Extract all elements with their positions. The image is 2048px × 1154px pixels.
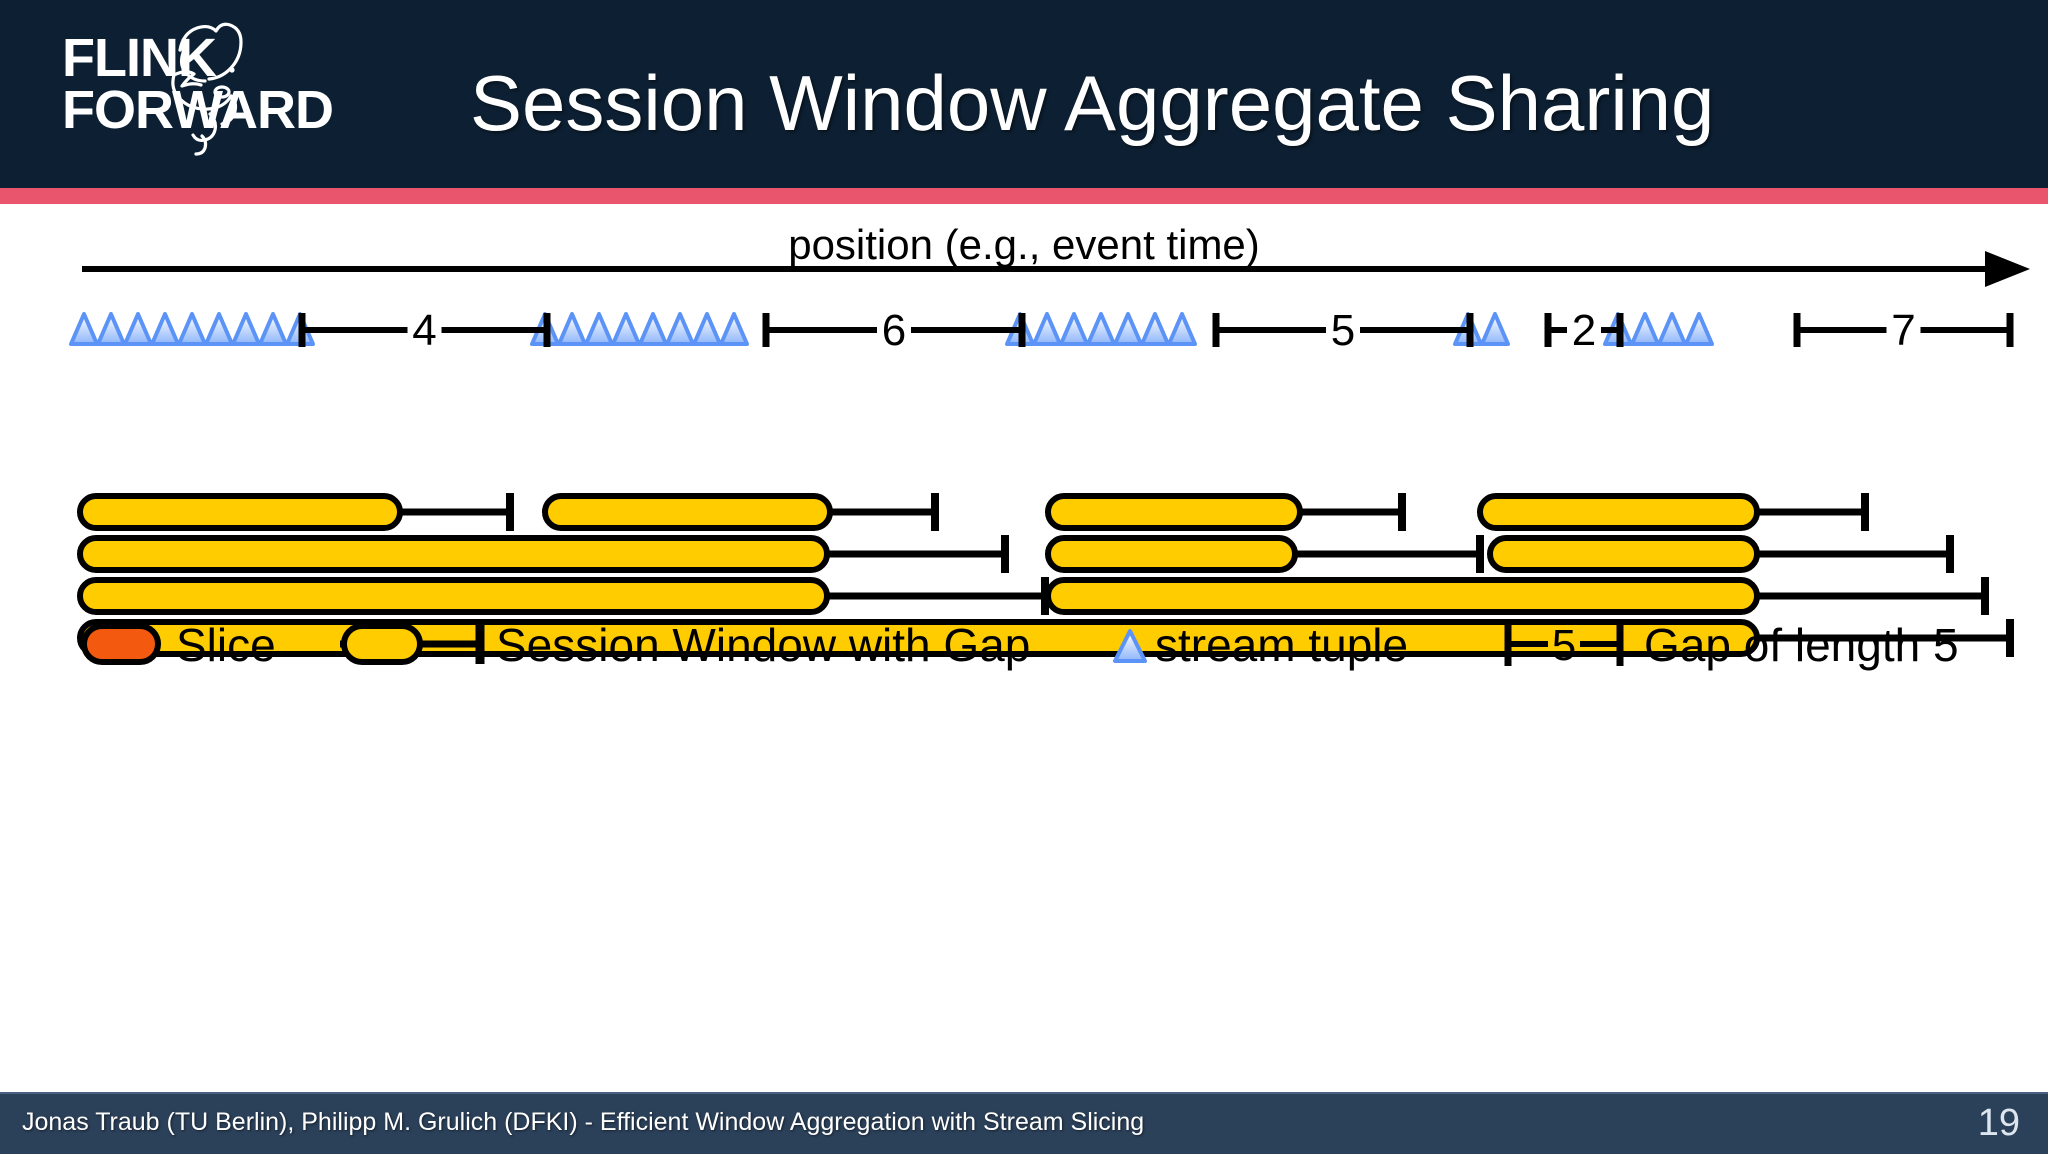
legend-label-session-window: Session Window with Gap xyxy=(496,619,1030,671)
window-row-2 xyxy=(77,535,1954,573)
window-bar[interactable] xyxy=(1045,535,1298,573)
triangle-icon xyxy=(584,312,614,346)
gap-bracket-4-1: 4 xyxy=(298,306,551,355)
gap-label: 4 xyxy=(412,306,436,355)
session-window[interactable] xyxy=(1477,493,1869,531)
window-bar[interactable] xyxy=(1045,577,1760,615)
triangle-icon xyxy=(258,312,288,346)
session-window[interactable] xyxy=(1045,535,1484,573)
page-number: 19 xyxy=(1977,1102,2020,1144)
slide-footer: Jonas Traub (TU Berlin), Philipp M. Grul… xyxy=(0,1092,2048,1154)
diagram-legend: Slice Session Window with Gap stream tuple… xyxy=(81,619,1959,671)
triangle-icon xyxy=(231,312,261,346)
squirrel-icon xyxy=(171,22,243,156)
triangle-icon xyxy=(69,312,99,346)
legend-label-slice: Slice xyxy=(176,619,276,671)
legend-label-gap: Gap of length 5 xyxy=(1644,619,1959,671)
window-bar[interactable] xyxy=(1477,493,1760,531)
gap-label: 6 xyxy=(882,306,906,355)
gap-bracket-2-4: 2 xyxy=(1544,306,1624,355)
window-bar[interactable] xyxy=(77,493,403,531)
legend-item-slice: Slice xyxy=(81,619,276,671)
legend-item-session-window: Session Window with Gap xyxy=(340,619,1030,671)
triangle-icon xyxy=(611,312,641,346)
session-window[interactable] xyxy=(77,619,2014,657)
triangle-icon xyxy=(1630,312,1660,346)
triangle-icon xyxy=(1086,312,1116,346)
window-bar[interactable] xyxy=(1045,493,1303,531)
triangle-icon xyxy=(96,312,126,346)
legend-label-stream-tuple: stream tuple xyxy=(1155,619,1408,671)
triangle-icon xyxy=(1059,312,1089,346)
legend-item-gap: 5 Gap of length 5 xyxy=(1504,619,1959,671)
session-window-rows xyxy=(77,493,2014,657)
header-accent-divider xyxy=(0,188,2048,204)
session-window[interactable] xyxy=(77,493,514,531)
flink-forward-logo: FLINK FORWARD xyxy=(62,18,347,168)
triangle-icon xyxy=(1113,629,1147,663)
orange-pill-icon xyxy=(81,623,161,665)
window-bar[interactable] xyxy=(1487,535,1760,573)
session-window[interactable] xyxy=(1045,493,1406,531)
window-row-1 xyxy=(77,493,1869,531)
triangle-icon xyxy=(1480,312,1510,346)
window-bar[interactable] xyxy=(542,493,833,531)
triangle-icon xyxy=(204,312,234,346)
window-row-4 xyxy=(77,619,2014,657)
session-window[interactable] xyxy=(542,493,939,531)
gap-bracket-label: 5 xyxy=(1552,621,1576,670)
logo-text-forward: FORWARD xyxy=(62,80,333,140)
gap-bracket-5-3: 5 xyxy=(1212,306,1474,355)
triangle-icon xyxy=(1140,312,1170,346)
session-window[interactable] xyxy=(77,535,1009,573)
triangle-icon xyxy=(1684,312,1714,346)
gap-label: 7 xyxy=(1891,306,1915,355)
window-row-3 xyxy=(77,577,1989,615)
footer-credit: Jonas Traub (TU Berlin), Philipp M. Grul… xyxy=(22,1108,1145,1136)
tuple-group-3 xyxy=(1005,312,1197,346)
triangle-icon xyxy=(177,312,207,346)
page-title: Session Window Aggregate Sharing xyxy=(470,59,1715,147)
triangle-icon xyxy=(1167,312,1197,346)
triangle-icon xyxy=(1113,312,1143,346)
axis-label: position (e.g., event time) xyxy=(788,221,1260,268)
triangle-icon xyxy=(150,312,180,346)
session-window[interactable] xyxy=(1487,535,1954,573)
gap-bracket-7-5: 7 xyxy=(1793,306,2014,355)
triangle-icon xyxy=(1657,312,1687,346)
stream-tuple-row: 4 6 5 2 7 xyxy=(69,306,2014,355)
yellow-pill-with-gap-icon xyxy=(341,623,423,665)
triangle-icon xyxy=(638,312,668,346)
session-window[interactable] xyxy=(1045,577,1989,615)
tuple-group-1 xyxy=(69,312,315,346)
window-bar[interactable] xyxy=(77,619,1760,657)
slide-header: FLINK FORWARD Session Window Aggregate S… xyxy=(0,0,2048,188)
arrow-right-icon xyxy=(1985,251,2030,287)
session-window[interactable] xyxy=(77,577,1049,615)
time-axis xyxy=(82,251,2030,287)
triangle-icon xyxy=(123,312,153,346)
triangle-icon xyxy=(1032,312,1062,346)
triangle-icon xyxy=(692,312,722,346)
legend-item-stream-tuple: stream tuple xyxy=(1113,619,1408,671)
logo-graphic: FLINK FORWARD xyxy=(62,22,334,156)
gap-label: 2 xyxy=(1572,306,1596,355)
window-bar[interactable] xyxy=(77,535,830,573)
gap-bracket-6-2: 6 xyxy=(762,306,1026,355)
triangle-icon xyxy=(719,312,749,346)
triangle-icon xyxy=(665,312,695,346)
window-bar[interactable] xyxy=(77,577,830,615)
gap-label: 5 xyxy=(1331,306,1355,355)
tuple-group-2 xyxy=(530,312,749,346)
triangle-icon xyxy=(557,312,587,346)
logo-text-flink: FLINK xyxy=(62,28,217,88)
